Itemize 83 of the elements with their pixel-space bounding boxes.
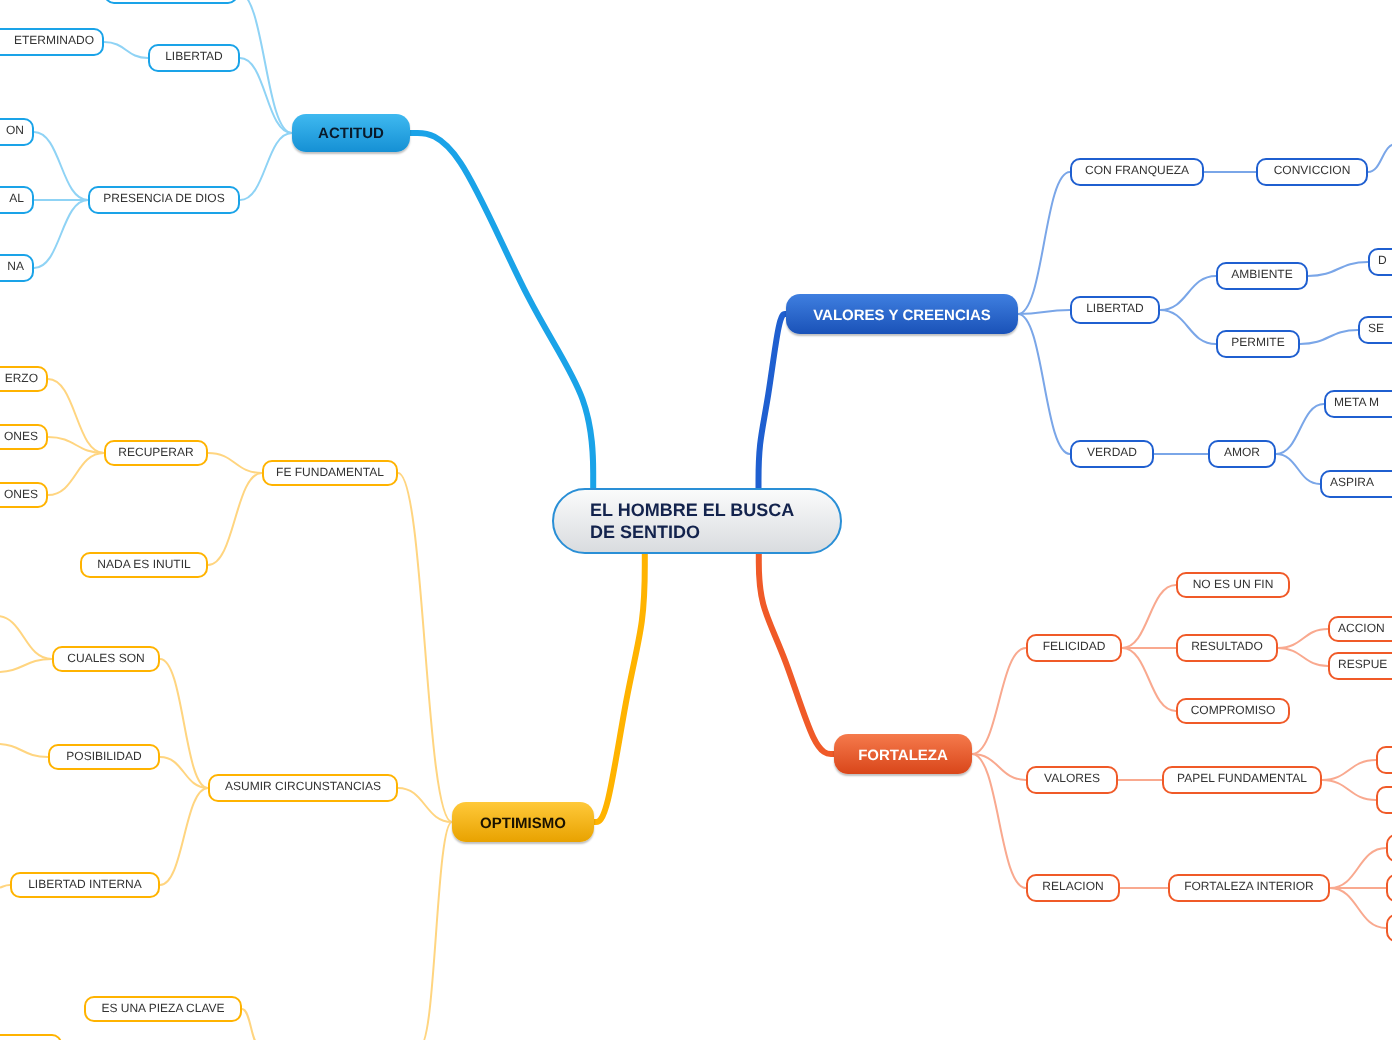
connector-line — [0, 884, 11, 889]
connector-line — [971, 753, 1027, 889]
subtopic-box — [1208, 440, 1276, 468]
subtopic-box — [104, 440, 208, 466]
subtopic-box — [1256, 158, 1368, 186]
connector-line — [1121, 584, 1177, 649]
connector-line — [1277, 647, 1329, 667]
connector-line — [33, 199, 89, 269]
connector-line — [755, 554, 834, 757]
connector-line — [755, 311, 788, 488]
connector-line — [1299, 329, 1359, 345]
subtopic-box — [10, 872, 160, 898]
connector-line — [410, 130, 597, 488]
connector-line — [593, 554, 648, 825]
subtopic-box — [1026, 634, 1122, 662]
connector-line — [241, 1008, 261, 1040]
connector-line — [1159, 309, 1217, 345]
central-topic — [552, 488, 842, 554]
connector-line — [971, 753, 1027, 781]
subtopic-box — [80, 552, 208, 578]
connector-line — [239, 57, 293, 134]
main-topic — [834, 734, 972, 774]
subtopic-box — [1026, 874, 1120, 902]
connector-line — [47, 378, 105, 454]
connector-line — [239, 132, 293, 201]
connector-line — [1329, 887, 1387, 929]
connector-line — [1121, 647, 1177, 712]
subtopic-box — [1176, 572, 1290, 598]
connector-line — [0, 615, 53, 660]
subtopic-box — [1216, 330, 1300, 358]
subtopic-box — [208, 774, 398, 802]
subtopic-box — [1070, 440, 1154, 468]
subtopic-box — [1070, 296, 1160, 324]
connector-line — [1329, 887, 1387, 889]
subtopic-box — [1176, 634, 1278, 662]
subtopic-box — [262, 460, 398, 486]
connector-line — [1307, 261, 1369, 277]
subtopic-box — [48, 744, 160, 770]
subtopic-box — [52, 646, 160, 672]
connector-line — [1203, 171, 1257, 173]
connector-line — [0, 743, 49, 758]
main-topic — [786, 294, 1018, 334]
connector-line — [1329, 847, 1387, 889]
connector-line — [33, 199, 89, 201]
connector-line — [207, 472, 263, 566]
subtopic-box — [0, 28, 104, 56]
subtopic-box — [1216, 262, 1308, 290]
subtopic-box — [148, 44, 240, 72]
connector-line — [1117, 779, 1163, 781]
topic-label: EL HOMBRE EL BUSCA DE SENTIDO — [588, 499, 796, 543]
subtopic-box — [84, 996, 242, 1022]
connector-line — [1153, 453, 1209, 455]
connector-line — [0, 658, 53, 673]
connector-line — [47, 452, 105, 496]
subtopic-box — [1176, 698, 1290, 724]
subtopic-box — [1026, 766, 1118, 794]
subtopic-box — [1070, 158, 1204, 186]
connector-line — [397, 787, 453, 823]
subtopic-box — [1168, 874, 1330, 902]
connector-line — [971, 647, 1027, 755]
connector-line — [159, 787, 209, 886]
connector-line — [47, 436, 105, 454]
connector-line — [419, 821, 453, 1040]
connector-line — [1121, 647, 1177, 649]
connector-line — [1159, 275, 1217, 311]
subtopic-box — [1162, 766, 1322, 794]
connector-line — [1017, 313, 1071, 455]
connector-line — [207, 452, 263, 474]
connector-line — [1275, 403, 1325, 455]
connector-line — [1321, 779, 1377, 801]
connector-line — [103, 41, 149, 59]
connector-line — [159, 756, 209, 789]
main-topic — [292, 114, 410, 152]
connector-line — [1017, 309, 1071, 315]
connector-line — [159, 658, 209, 789]
connector-line — [397, 472, 453, 823]
connector-line — [33, 131, 89, 201]
connector-line — [1367, 143, 1392, 173]
subtopic-box — [88, 186, 240, 214]
main-topic — [452, 802, 594, 842]
connector-line — [1119, 887, 1169, 889]
connector-line — [1017, 171, 1071, 315]
connector-line — [1275, 453, 1321, 485]
